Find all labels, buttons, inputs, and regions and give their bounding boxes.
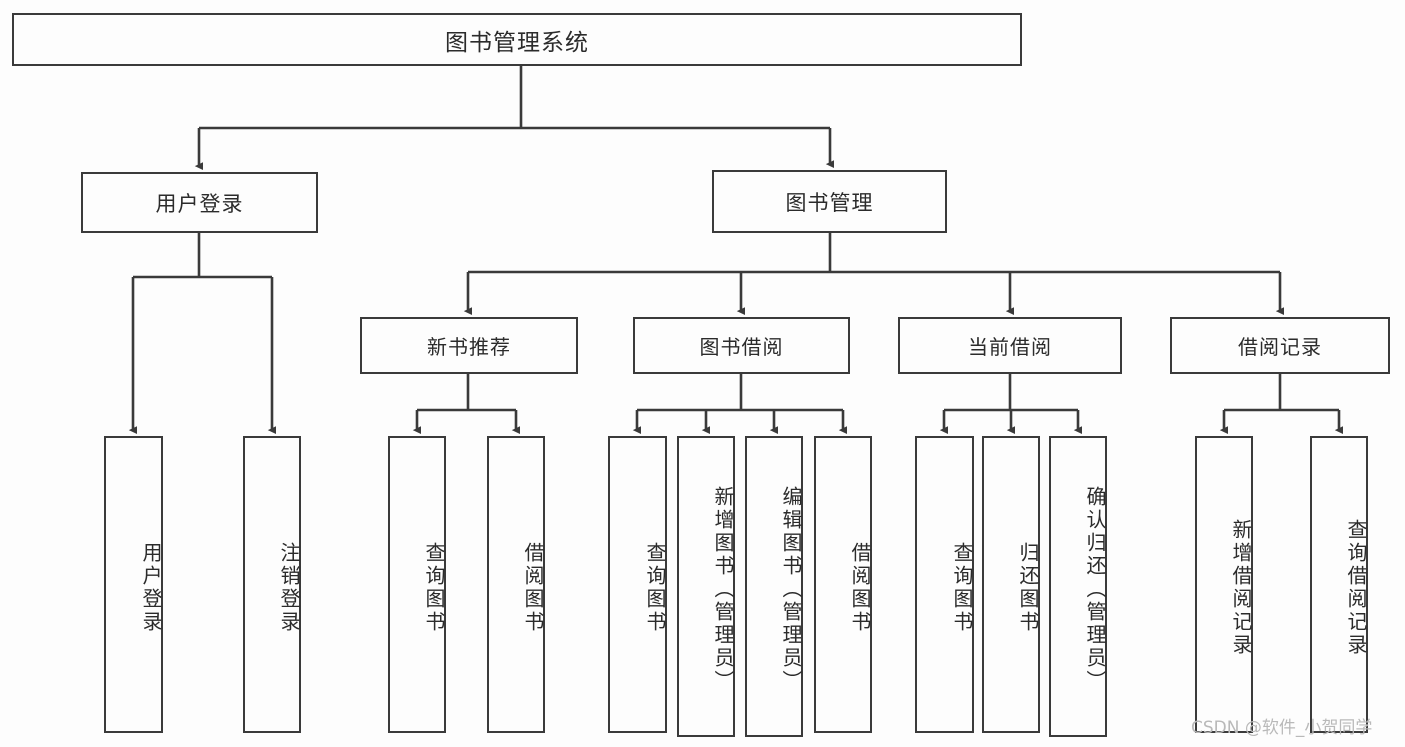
node-book-management[interactable]: 图书管理 bbox=[712, 170, 947, 233]
node-leaf[interactable]: 用户登录 bbox=[104, 436, 163, 733]
node-borrow-record[interactable]: 借阅记录 bbox=[1170, 317, 1390, 374]
node-leaf[interactable]: 注销登录 bbox=[243, 436, 301, 733]
node-leaf-label: 查询图书 bbox=[422, 541, 446, 634]
node-leaf[interactable]: 借阅图书 bbox=[487, 436, 545, 733]
node-root-system[interactable]: 图书管理系统 bbox=[12, 13, 1022, 66]
node-leaf-label: 编辑图书（管理员） bbox=[779, 486, 803, 693]
node-user-login[interactable]: 用户登录 bbox=[81, 172, 318, 233]
node-leaf[interactable]: 查询图书 bbox=[608, 436, 667, 733]
node-leaf[interactable]: 新增借阅记录 bbox=[1195, 436, 1253, 733]
node-leaf[interactable]: 编辑图书（管理员） bbox=[745, 436, 803, 737]
node-leaf-label: 借阅图书 bbox=[848, 541, 872, 634]
node-leaf[interactable]: 归还图书 bbox=[982, 436, 1040, 733]
node-current-borrow[interactable]: 当前借阅 bbox=[898, 317, 1122, 374]
node-current-borrow-label: 当前借阅 bbox=[968, 335, 1052, 359]
node-leaf[interactable]: 新增图书（管理员） bbox=[677, 436, 735, 737]
node-leaf-label: 查询借阅记录 bbox=[1344, 518, 1368, 657]
node-leaf-label: 查询图书 bbox=[643, 541, 667, 634]
node-root-label: 图书管理系统 bbox=[445, 29, 589, 56]
csdn-watermark: CSDN @软件_小贺同学 bbox=[1191, 718, 1373, 738]
node-leaf-label: 查询图书 bbox=[950, 541, 974, 634]
node-leaf-label: 确认归还（管理员） bbox=[1083, 486, 1107, 693]
node-leaf[interactable]: 确认归还（管理员） bbox=[1049, 436, 1107, 737]
node-book-borrow[interactable]: 图书借阅 bbox=[633, 317, 850, 374]
node-book-management-label: 图书管理 bbox=[785, 190, 874, 215]
node-leaf[interactable]: 查询借阅记录 bbox=[1310, 436, 1368, 733]
node-book-borrow-label: 图书借阅 bbox=[699, 335, 784, 359]
node-leaf-label: 借阅图书 bbox=[521, 541, 545, 634]
node-leaf[interactable]: 借阅图书 bbox=[814, 436, 872, 733]
node-leaf-label: 用户登录 bbox=[139, 541, 163, 634]
node-leaf[interactable]: 查询图书 bbox=[915, 436, 974, 733]
node-leaf-label: 新增借阅记录 bbox=[1229, 518, 1253, 657]
node-leaf-label: 归还图书 bbox=[1016, 541, 1040, 634]
node-borrow-record-label: 借阅记录 bbox=[1238, 335, 1322, 359]
node-new-book-recommend-label: 新书推荐 bbox=[427, 335, 511, 359]
node-leaf-label: 新增图书（管理员） bbox=[711, 486, 735, 693]
node-leaf[interactable]: 查询图书 bbox=[388, 436, 446, 733]
node-leaf-label: 注销登录 bbox=[277, 541, 301, 634]
node-new-book-recommend[interactable]: 新书推荐 bbox=[360, 317, 578, 374]
node-user-login-label: 用户登录 bbox=[155, 191, 244, 216]
